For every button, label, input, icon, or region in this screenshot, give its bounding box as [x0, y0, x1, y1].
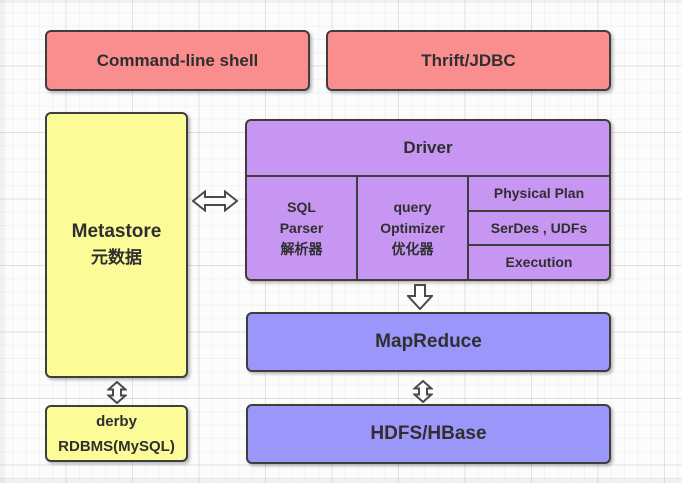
down-arrow-icon	[407, 284, 433, 310]
hdfs-hbase-label: HDFS/HBase	[370, 423, 487, 444]
node-thrift-jdbc[interactable]: Thrift/JDBC	[326, 30, 611, 91]
node-query-optimizer[interactable]: query Optimizer 优化器	[358, 177, 469, 279]
execution-label: Execution	[505, 254, 573, 271]
command-line-shell-label: Command-line shell	[96, 50, 259, 70]
node-physical-plan[interactable]: Physical Plan	[469, 177, 609, 210]
canvas-edge-top	[0, 0, 682, 3]
driver-right-column: Physical Plan SerDes , UDFs Execution	[469, 177, 609, 279]
mapreduce-label: MapReduce	[375, 331, 482, 352]
physical-plan-label: Physical Plan	[493, 184, 585, 201]
double-vertical-arrow-icon	[107, 381, 127, 404]
query-optimizer-line1: query	[393, 198, 432, 215]
derby-line1: derby	[96, 412, 137, 430]
metastore-label-zh: 元数据	[91, 248, 142, 267]
node-driver[interactable]: Driver SQL Parser 解析器 query Optimizer 优化…	[245, 119, 611, 281]
driver-title: Driver	[403, 138, 453, 157]
node-execution[interactable]: Execution	[469, 244, 609, 279]
query-optimizer-line3: 优化器	[391, 240, 434, 257]
arrow-mapreduce-hdfs[interactable]	[413, 380, 433, 403]
double-horizontal-arrow-icon	[192, 190, 238, 212]
double-vertical-arrow-icon	[413, 380, 433, 403]
arrow-driver-mapreduce[interactable]	[407, 284, 433, 310]
node-mapreduce[interactable]: MapReduce	[246, 312, 611, 372]
thrift-jdbc-label: Thrift/JDBC	[421, 50, 516, 70]
arrow-metastore-derby[interactable]	[107, 381, 127, 404]
canvas-edge-bottom	[0, 478, 682, 483]
sql-parser-line3: 解析器	[280, 240, 323, 257]
derby-line2: RDBMS(MySQL)	[58, 437, 175, 455]
node-serdes-udfs[interactable]: SerDes , UDFs	[469, 209, 609, 245]
driver-body: SQL Parser 解析器 query Optimizer 优化器 Physi…	[247, 177, 609, 279]
node-derby-rdbms[interactable]: derby RDBMS(MySQL)	[45, 405, 188, 462]
driver-title-bar: Driver	[247, 121, 609, 177]
sql-parser-line1: SQL	[287, 198, 316, 215]
serdes-udfs-label: SerDes , UDFs	[490, 219, 588, 236]
node-command-line-shell[interactable]: Command-line shell	[45, 30, 310, 91]
node-hdfs-hbase[interactable]: HDFS/HBase	[246, 404, 611, 464]
arrow-metastore-driver[interactable]	[192, 190, 238, 212]
metastore-label-en: Metastore	[71, 221, 162, 242]
canvas-edge-left	[0, 0, 5, 483]
query-optimizer-line2: Optimizer	[380, 219, 445, 236]
node-sql-parser[interactable]: SQL Parser 解析器	[247, 177, 358, 279]
sql-parser-line2: Parser	[279, 219, 324, 236]
node-metastore[interactable]: Metastore 元数据	[45, 112, 188, 378]
